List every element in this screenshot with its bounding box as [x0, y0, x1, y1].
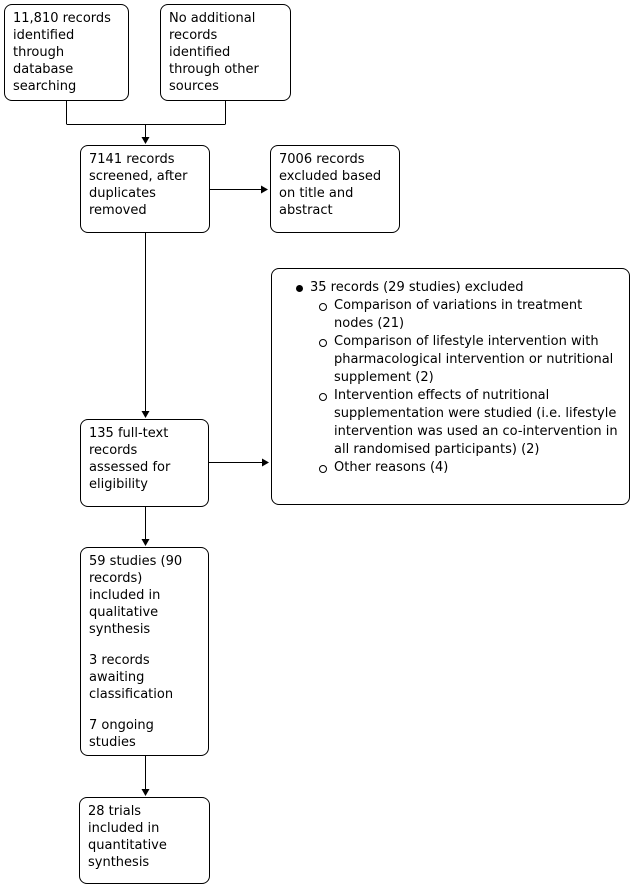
arrow-merge-to-screened-head [141, 137, 150, 144]
arrow-fulltext-to-qualitative-head [141, 539, 150, 546]
arrow-screened-to-excluded-head [261, 185, 268, 194]
box-quantitative-synthesis: 28 trials included in quantitative synth… [79, 797, 210, 884]
exclusion-reason-text: Comparison of lifestyle intervention wit… [334, 334, 614, 385]
exclusion-reason-text: Comparison of variations in treatment no… [334, 298, 583, 331]
box-qualitative-synthesis: 59 studies (90 records) included in qual… [80, 547, 209, 756]
exclusion-heading-text: 35 records (29 studies) excluded [310, 280, 524, 295]
box-records-identified-other-sources: No additional records identified through… [160, 4, 291, 101]
box-fulltext-exclusions: 35 records (29 studies) excluded Compari… [271, 268, 630, 505]
exclusion-reason-item: Comparison of variations in treatment no… [319, 297, 621, 333]
arrow-qualitative-to-quantitative-head [141, 789, 150, 796]
exclusion-heading-item: 35 records (29 studies) excluded [296, 279, 621, 297]
box-records-screened: 7141 records screened, after duplicates … [80, 145, 210, 233]
box-records-identified-database: 11,810 records identified through databa… [4, 4, 129, 101]
exclusion-reason-text: Intervention effects of nutritional supp… [334, 388, 618, 457]
open-bullet-icon [319, 303, 327, 311]
exclusion-reason-item: Other reasons (4) [319, 459, 621, 477]
awaiting-classification-text: 3 records awaiting classification [89, 653, 174, 702]
arrow-screened-to-fulltext-head [141, 411, 150, 418]
ongoing-studies-text: 7 ongoing studies [89, 718, 154, 750]
exclusion-reason-item: Intervention effects of nutritional supp… [319, 387, 621, 459]
open-bullet-icon [319, 465, 327, 473]
qualitative-synthesis-text: 59 studies (90 records) included in qual… [89, 554, 183, 637]
open-bullet-icon [319, 393, 327, 401]
exclusion-reason-text: Other reasons (4) [334, 460, 449, 475]
box-fulltext-assessed: 135 full-text records assessed for eligi… [80, 419, 209, 507]
arrow-fulltext-to-exclusions-head [262, 458, 269, 467]
filled-bullet-icon [296, 285, 303, 292]
open-bullet-icon [319, 339, 327, 347]
exclusion-reason-item: Comparison of lifestyle intervention wit… [319, 333, 621, 387]
box-records-excluded-title-abstract: 7006 records excluded based on title and… [270, 145, 400, 233]
exclusion-list: 35 records (29 studies) excluded Compari… [296, 279, 621, 477]
